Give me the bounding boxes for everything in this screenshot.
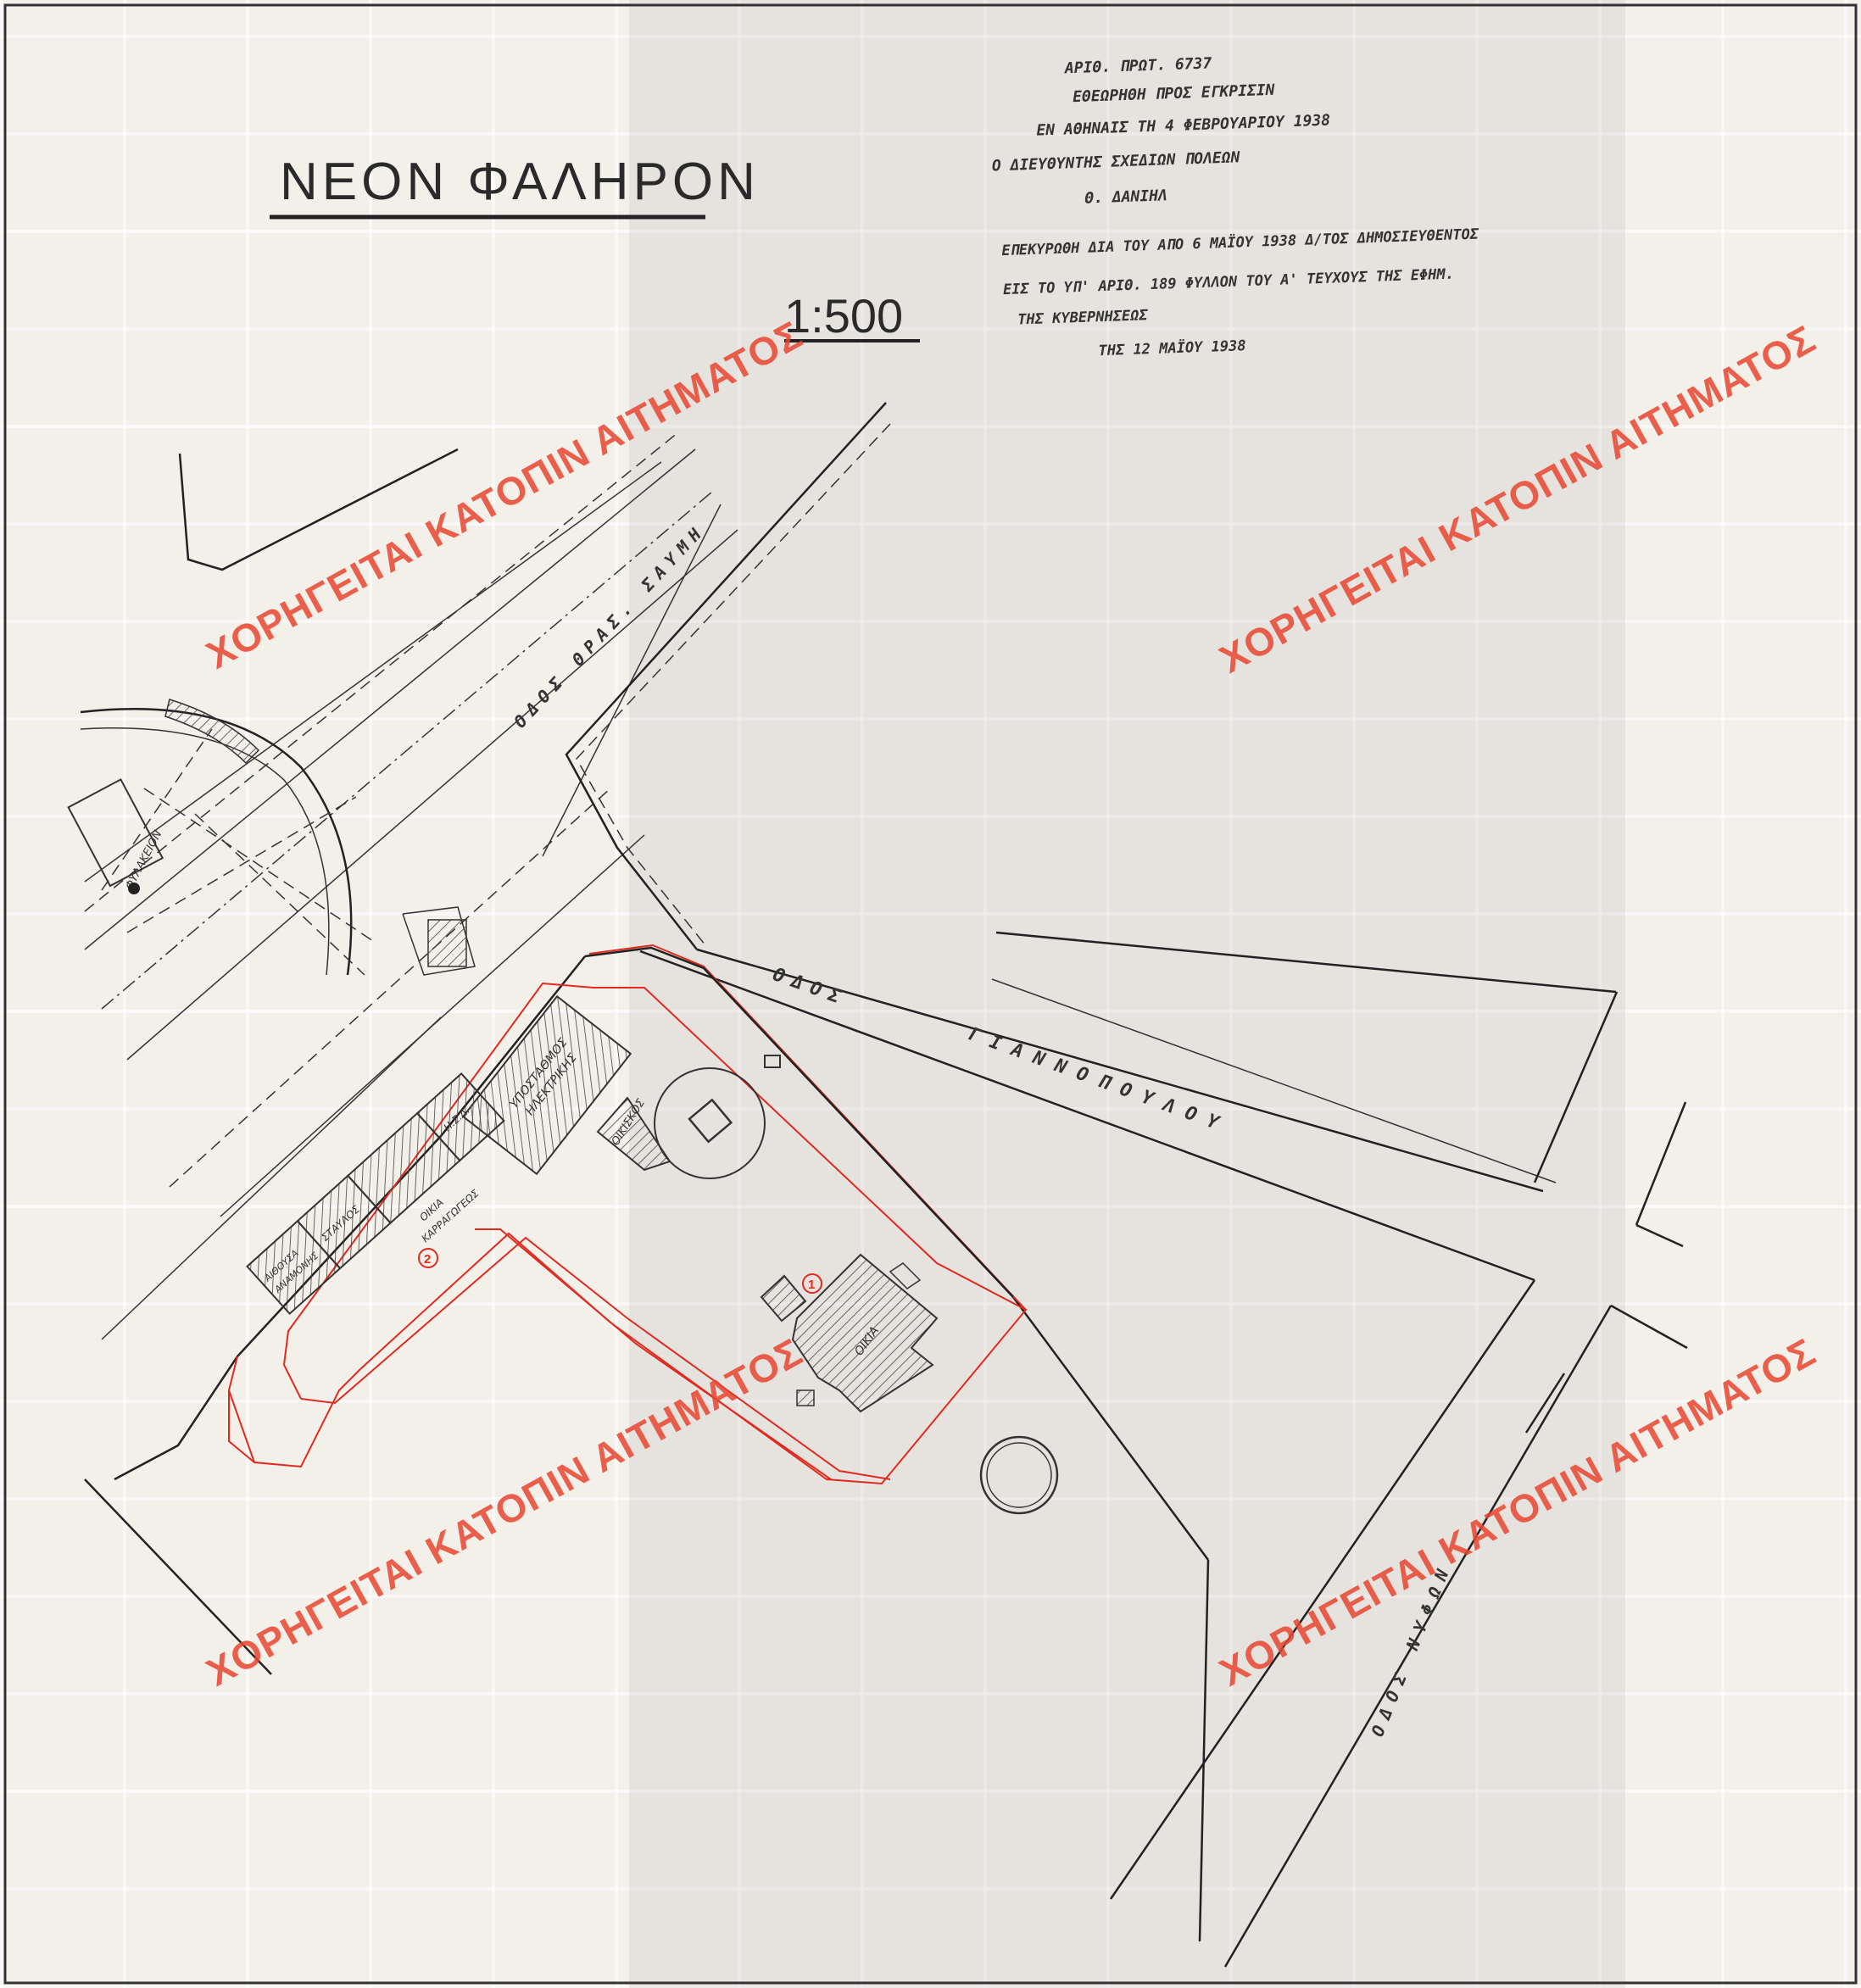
note-line: ΕΠΕΚΥΡΩΘΗ ΔΙΑ ΤΟΥ ΑΠΟ 6 ΜΑΪΟΥ 1938 Δ/ΤΟΣ… [1001, 224, 1479, 259]
marker-2-label: 2 [424, 1252, 431, 1267]
small-pillar [764, 1055, 781, 1068]
building-small-house: ΟΙΚΙΣΚΟΣ [596, 1096, 671, 1172]
circular-structure [654, 1067, 766, 1179]
kiosk-outline [67, 778, 164, 888]
note-line: ΕΘΕΩΡΗΘΗ ΠΡΟΣ ΕΓΚΡΙΣΙΝ [1073, 81, 1276, 106]
note-line: ΕΝ ΑΘΗΝΑΙΣ ΤΗ 4 ΦΕΒΡΟΥΑΡΙΟΥ 1938 [1036, 112, 1330, 140]
plot-edge-south-2 [1198, 1559, 1210, 1942]
building-row: ΑΙΘΟΥΣΑ ΑΝΑΜΟΝΗΣ ΣΤΑΥΛΟΣ ΟΙΚΙΑ ΚΑΡΡΑΓΩΓΕ… [246, 1072, 505, 1316]
watermark-bottom-left: ΧΟΡΗΓΕΙΤΑΙ ΚΑΤΟΠΙΝ ΑΙΤΗΜΑΤΟΣ [199, 1329, 810, 1695]
note-line: ΤΗΣ 12 ΜΑΪΟΥ 1938 [1098, 336, 1246, 359]
road-thras-saumi [84, 432, 738, 1340]
scale-label: 1:500 [784, 289, 903, 342]
approval-notes: ΑΡΙΘ. ΠΡΩΤ. 6737 ΕΘΕΩΡΗΘΗ ΠΡΟΣ ΕΓΚΡΙΣΙΝ … [992, 54, 1480, 359]
square-base [688, 1098, 733, 1144]
roundabout: ΦΥΛΑΚΕΙΟΝ [67, 699, 374, 976]
street-edge [565, 402, 887, 950]
note-line: Θ. ΔΑΝΙΗΛ [1084, 187, 1167, 207]
note-line: ΤΗΣ ΚΥΒΕΡΝΗΣΕΩΣ [1017, 307, 1149, 328]
building-house-1: ΟΙΚΙΑ [760, 1253, 939, 1413]
round-feature-inner [986, 1442, 1052, 1508]
parcel-corner-line [178, 448, 459, 571]
hatched-steps [164, 699, 260, 765]
property-boundary [114, 944, 1028, 1485]
note-line: Ο ΔΙΕΥΘΥΝΤΗΣ ΣΧΕΔΙΩΝ ΠΟΛΕΩΝ [992, 148, 1241, 175]
marker-1-label: 1 [808, 1278, 815, 1292]
watermark-bottom-right: ΧΟΡΗΓΕΙΤΑΙ ΚΑΤΟΠΙΝ ΑΙΤΗΜΑΤΟΣ [1212, 1329, 1823, 1695]
map-title: ΝΕΟΝ ΦΑΛΗΡΟΝ [280, 153, 760, 211]
plot-edge-west [84, 1478, 272, 1675]
street-edge-dashed [576, 423, 891, 946]
sheet-border [3, 3, 1858, 1985]
watermark-top-left: ΧΟΡΗΓΕΙΤΑΙ ΚΑΤΟΠΙΝ ΑΙΤΗΜΑΤΟΣ [199, 312, 810, 677]
plot-edge-south [1011, 1296, 1210, 1561]
building-substation: ΥΠΟΣΤΑΘΜΟΣ ΗΛΕΚΤΡΙΚΗΣ [461, 994, 632, 1176]
note-line: ΑΡΙΘ. ΠΡΩΤ. 6737 [1064, 54, 1212, 77]
road-right-edges [1109, 991, 1688, 1968]
building-hsd [415, 1072, 505, 1162]
marker-1-circle [802, 1273, 822, 1294]
kiosk-marker [128, 883, 140, 894]
road-giannopoulou [639, 931, 1617, 1282]
marker-2-circle [418, 1248, 438, 1268]
round-feature-outer [979, 1435, 1059, 1515]
entrance-structure [402, 906, 476, 976]
note-line: ΕΙΣ ΤΟ ΥΠ' ΑΡΙΘ. 189 ΦΥΛΛΟΝ ΤΟΥ Α' ΤΕΥΧΟ… [1003, 266, 1455, 299]
watermark-top-right: ΧΟΡΗΓΕΙΤΑΙ ΚΑΤΟΠΙΝ ΑΙΤΗΜΑΤΟΣ [1212, 316, 1823, 682]
tracing-overlay-panel [629, 0, 1625, 1988]
